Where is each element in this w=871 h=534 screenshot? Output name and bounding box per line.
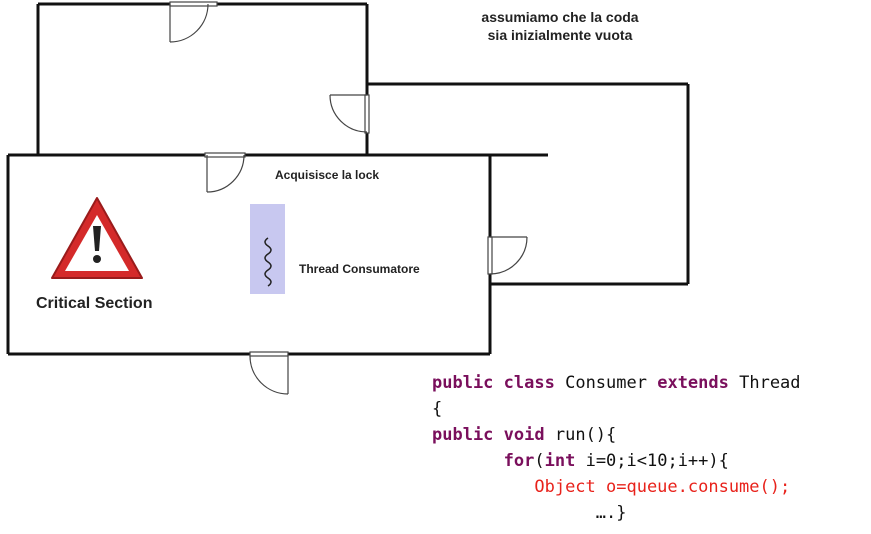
door-icon <box>169 1 528 395</box>
lock-label: Acquisisce la lock <box>275 168 380 182</box>
code-keyword: int <box>544 451 576 471</box>
code-line-2: { <box>432 399 443 419</box>
thread-squiggle-icon <box>250 204 285 294</box>
code-line-4: for(int i=0;i<10;i++){ <box>432 451 729 471</box>
thread-label: Thread Consumatore <box>299 262 420 276</box>
code-text: Consumer <box>554 373 658 393</box>
code-line-3: public void run(){ <box>432 425 616 445</box>
critical-section-room <box>6 153 548 356</box>
code-line-5: Object o=queue.consume(); <box>432 477 790 497</box>
queue-note-line-1: assumiamo che la coda <box>481 9 639 25</box>
code-line-1: public class Consumer extends Thread <box>432 373 801 393</box>
warning-triangle-icon <box>51 197 143 279</box>
top-room <box>36 2 369 155</box>
code-keyword: void <box>503 425 545 445</box>
code-keyword: extends <box>657 373 729 393</box>
code-consume-call: Object o=queue.consume(); <box>534 477 791 497</box>
queue-note: assumiamo che la coda sia inizialmente v… <box>440 8 680 44</box>
code-text: run(){ <box>544 425 617 445</box>
code-block: public class Consumer extends Thread { p… <box>432 370 801 526</box>
code-indent <box>432 477 534 497</box>
code-line-6: ….} <box>432 503 627 523</box>
code-text: Thread <box>728 373 801 393</box>
right-room <box>367 82 690 286</box>
code-text: ( <box>534 451 545 471</box>
code-keyword: public <box>432 373 494 393</box>
code-text: i=0;i<10;i++){ <box>575 451 729 471</box>
code-keyword: class <box>503 373 555 393</box>
code-keyword: public <box>432 425 494 445</box>
code-indent <box>432 451 504 471</box>
queue-note-line-2: sia inizialmente vuota <box>487 27 633 43</box>
critical-section-label: Critical Section <box>36 295 153 312</box>
code-keyword: for <box>503 451 535 471</box>
